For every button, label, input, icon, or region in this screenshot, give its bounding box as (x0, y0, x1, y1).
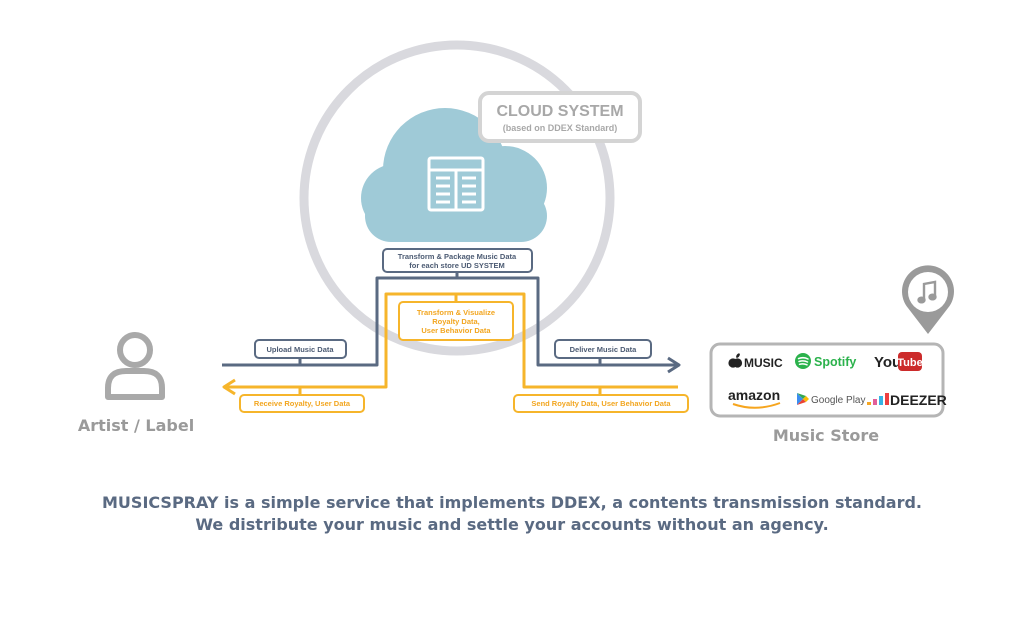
cloud-system-subtitle: (based on DDEX Standard) (503, 123, 618, 133)
amazon-logo: amazon (728, 387, 781, 409)
deezer-text: DEEZER (890, 392, 947, 408)
apple-music-text: MUSIC (744, 356, 783, 370)
apple-icon (728, 353, 743, 368)
amazon-text: amazon (728, 387, 780, 403)
google-play-text: Google Play (811, 395, 865, 406)
table-icon (427, 156, 485, 212)
visualize-royalty-box (398, 301, 514, 341)
person-icon (105, 332, 165, 400)
visualize-line-2: Royalty Data, (432, 317, 480, 326)
deezer-logo: DEEZER (867, 392, 947, 408)
caption-line-2: We distribute your music and settle your… (195, 515, 829, 534)
spotify-logo: Spotify (795, 353, 856, 369)
cloud-circle (299, 40, 615, 356)
music-note-pin-icon (902, 265, 954, 334)
receive-royalty-box (239, 394, 365, 413)
package-line-2: for each store UD SYSTEM (409, 261, 504, 270)
cloud-system-title: CLOUD SYSTEM (496, 103, 623, 120)
upload-music-data-box (254, 339, 347, 359)
music-store-label: Music Store (773, 426, 879, 445)
spotify-text: Spotify (814, 355, 856, 369)
google-play-icon (797, 393, 809, 405)
youtube-logo: You Tube (874, 352, 923, 371)
youtube-tube-text: Tube (897, 357, 922, 369)
package-line-1: Transform & Package Music Data (398, 252, 517, 261)
google-play-logo: Google Play (797, 393, 865, 406)
deliver-music-data-box (554, 339, 652, 359)
artist-label: Artist / Label (78, 416, 194, 435)
cloud-system-badge (478, 91, 642, 143)
deliver-music-data-label: Deliver Music Data (570, 345, 638, 354)
visualize-line-1: Transform & Visualize (417, 308, 495, 317)
caption-line-1: MUSICSPRAY is a simple service that impl… (102, 493, 922, 512)
receive-royalty-label: Receive Royalty, User Data (254, 399, 351, 408)
apple-music-logo: MUSIC (728, 353, 783, 370)
send-royalty-label: Send Royalty Data, User Behavior Data (531, 399, 671, 408)
youtube-you-text: You (874, 354, 901, 371)
deezer-equalizer-icon (867, 393, 889, 405)
send-royalty-box (513, 394, 689, 413)
visualize-line-3: User Behavior Data (421, 326, 491, 335)
upload-music-data-label: Upload Music Data (266, 345, 334, 354)
package-music-data-box (382, 248, 533, 273)
